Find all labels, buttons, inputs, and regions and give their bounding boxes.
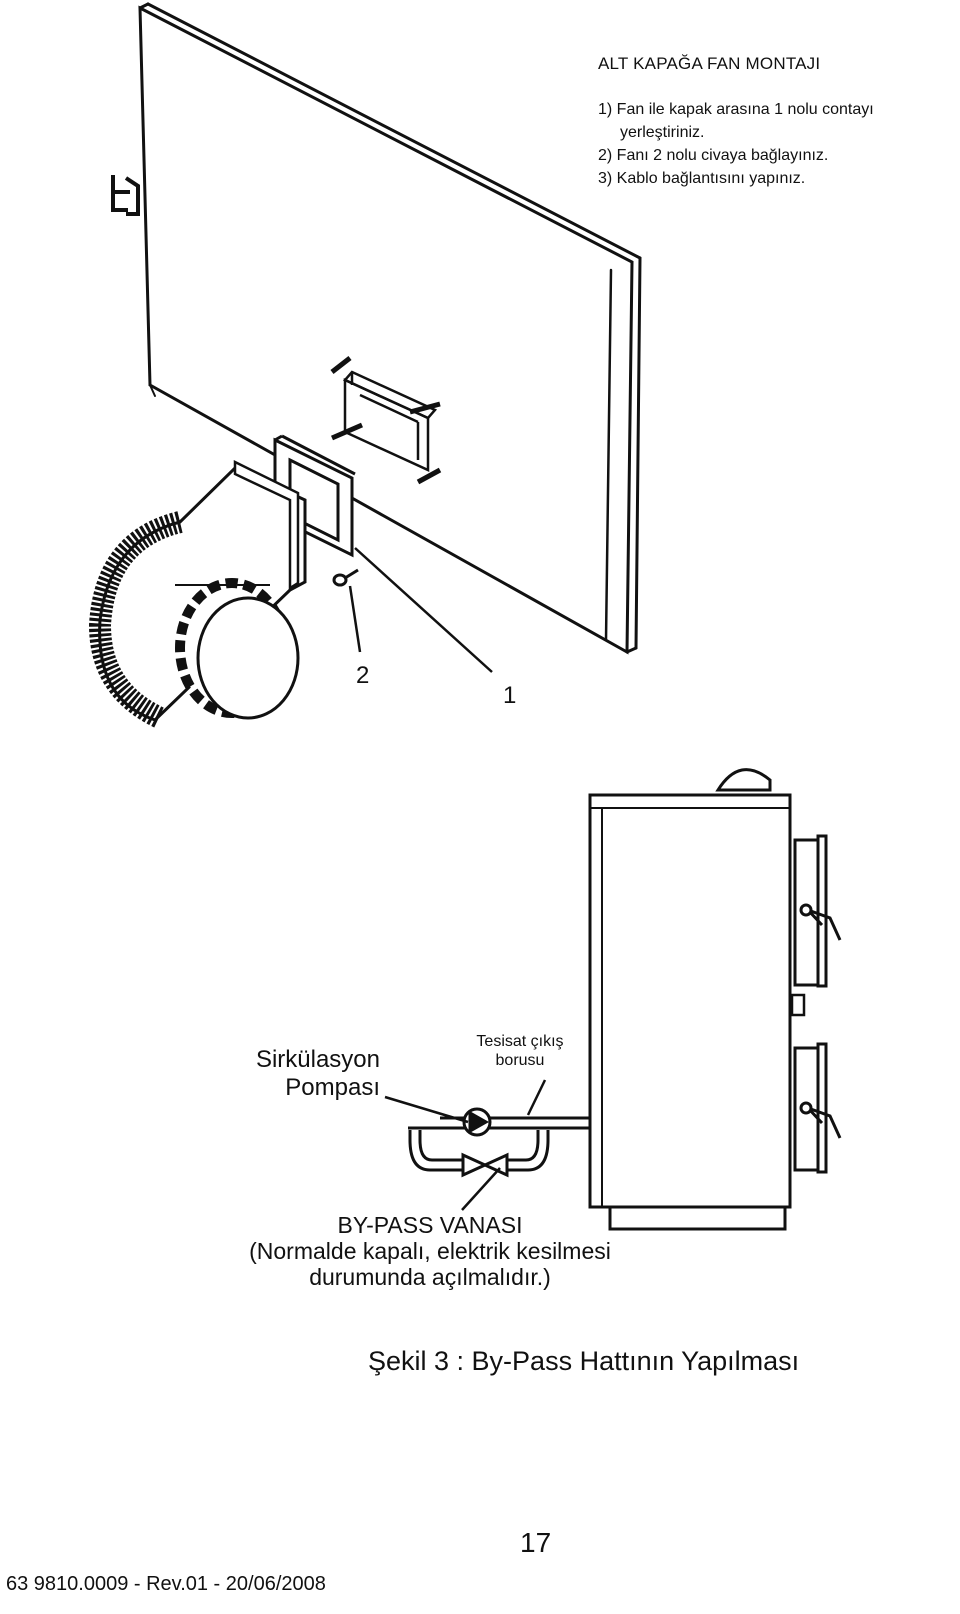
- boiler-upper-door: [793, 834, 842, 988]
- blower-fan: [88, 459, 307, 728]
- pipe-label-line-1: Tesisat çıkış: [476, 1033, 564, 1050]
- pipe-leader: [526, 1079, 547, 1116]
- bypass-label-line-1: BY-PASS VANASI: [337, 1212, 523, 1238]
- callout-2: 2: [356, 662, 370, 689]
- instruction-step-3: 3) Kablo bağlantısını yapınız.: [598, 170, 806, 187]
- hinge-hook: [111, 175, 140, 216]
- pump-label-line-2: Pompası: [285, 1074, 380, 1101]
- callout-1-leader: [354, 547, 493, 673]
- callout-1: 1: [503, 682, 517, 709]
- bypass-label-line-3: durumunda açılmalıdır.): [309, 1264, 551, 1290]
- instruction-step-1: 1) Fan ile kapak arasına 1 nolu contayı: [598, 101, 874, 118]
- bypass-valve-symbol: [461, 1152, 509, 1178]
- bypass-label-line-2: (Normalde kapalı, elektrik kesilmesi: [249, 1238, 611, 1264]
- instructions-title: ALT KAPAĞA FAN MONTAJI: [598, 54, 821, 73]
- figure-caption: Şekil 3 : By-Pass Hattının Yapılması: [368, 1346, 800, 1376]
- pump-label: Sirkülasyon Pompası: [215, 1046, 380, 1102]
- circulation-pump-symbol: [462, 1107, 492, 1137]
- boiler-body: [588, 768, 792, 1231]
- pipe-label: Tesisat çıkış borusu: [460, 1032, 580, 1070]
- pipe-label-line-2: borusu: [495, 1052, 545, 1069]
- instruction-step-1-cont: yerleştiriniz.: [620, 124, 705, 141]
- pump-label-line-1: Sirkülasyon: [255, 1046, 380, 1073]
- nut-part: [332, 568, 359, 587]
- boiler-lower-door: [793, 1042, 842, 1174]
- instruction-step-2: 2) Fanı 2 nolu civaya bağlayınız.: [598, 147, 829, 164]
- valve-leader: [461, 1167, 501, 1211]
- lower-cover-panel: [138, 2, 642, 655]
- footer-doc-code: 63 9810.0009 - Rev.01 - 20/06/2008: [6, 1573, 326, 1595]
- pump-leader: [384, 1095, 469, 1124]
- instructions-list: 1) Fan ile kapak arasına 1 nolu contayı …: [598, 98, 874, 190]
- boiler-knob: [790, 993, 806, 1017]
- fan-opening-bracket: [330, 356, 442, 485]
- callout-2-leader: [348, 585, 362, 653]
- bypass-valve-label: BY-PASS VANASI (Normalde kapalı, elektri…: [230, 1212, 630, 1290]
- page-number: 17: [520, 1527, 552, 1558]
